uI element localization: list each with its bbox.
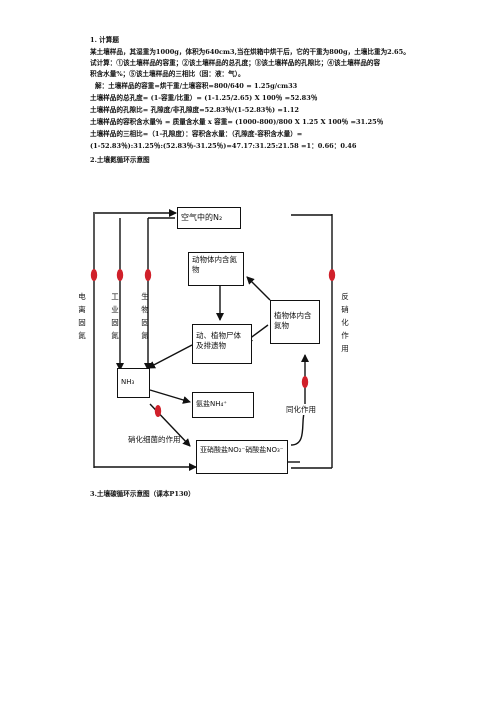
label-electric-fixation: 电离固氮: [78, 292, 86, 340]
solution-line-1: 解：土壤样品的容重=烘干重/土壤容积=800/640 = 1.25g/cm33: [95, 82, 298, 90]
solution-line-2: 土壤样品的总孔度= (1-容重/比重）= (1-1.25/2.65) X 100…: [90, 94, 318, 102]
ammonium-box: 氨盐NH₄⁺: [192, 392, 254, 418]
residue-box: 动、植物尸体及排遗物: [192, 324, 252, 364]
section2-heading: 2.土壤氮循环示意图: [90, 156, 150, 164]
section1-heading: 1. 计算题: [90, 36, 119, 44]
solution-line-4: 土壤样品的容积含水量％ = 质量含水量 x 容重= (1000-800)/800…: [90, 118, 384, 126]
solution-line-6: (1-52.83％):31.25％:(52.83％-31.25％)=47.17:…: [90, 142, 357, 150]
problem-line-3: 积含水量%；⑤该土壤样品的三相比（固：液：气）。: [90, 70, 245, 78]
solution-line-5: 土壤样品的三相比=（1-孔隙度）：容积含水量：（孔隙度-容积含水量）=: [90, 130, 303, 138]
label-assimilation: 同化作用: [286, 404, 316, 415]
air-n2-box: 空气中的N₂: [177, 207, 241, 229]
label-industrial-fixation: 工业固氮: [111, 292, 119, 340]
plant-nitrogen-box: 植物体内含氮物: [270, 300, 320, 344]
problem-line-1: 某土壤样品，其湿重为1000g，体积为640cm3,当在烘箱中烘干后，它的干重为…: [90, 48, 410, 56]
label-nitrifying-bacteria: 硝化细菌的作用: [128, 435, 181, 444]
nh3-box: NH₃: [117, 368, 150, 398]
animal-nitrogen-box: 动物体内含氮物: [188, 252, 244, 286]
nitrite-nitrate-box: 亚硝酸盐NO₂⁻硝酸盐NO₃⁻: [196, 440, 288, 474]
problem-line-2: 试计算：①该土壤样品的容重；②该土壤样品的总孔度；③该土壤样品的孔隙比；④该土壤…: [90, 59, 381, 67]
label-denitrification: 反硝化作用: [341, 292, 349, 353]
section3-heading: 3.土壤碳循环示意图（课本P130）: [90, 490, 195, 498]
label-biological-fixation: 生物固氮: [141, 292, 149, 340]
solution-line-3: 土壤样品的孔隙比= 孔隙度/非孔隙度=52.83％/(1-52.83％) =1.…: [90, 106, 299, 114]
